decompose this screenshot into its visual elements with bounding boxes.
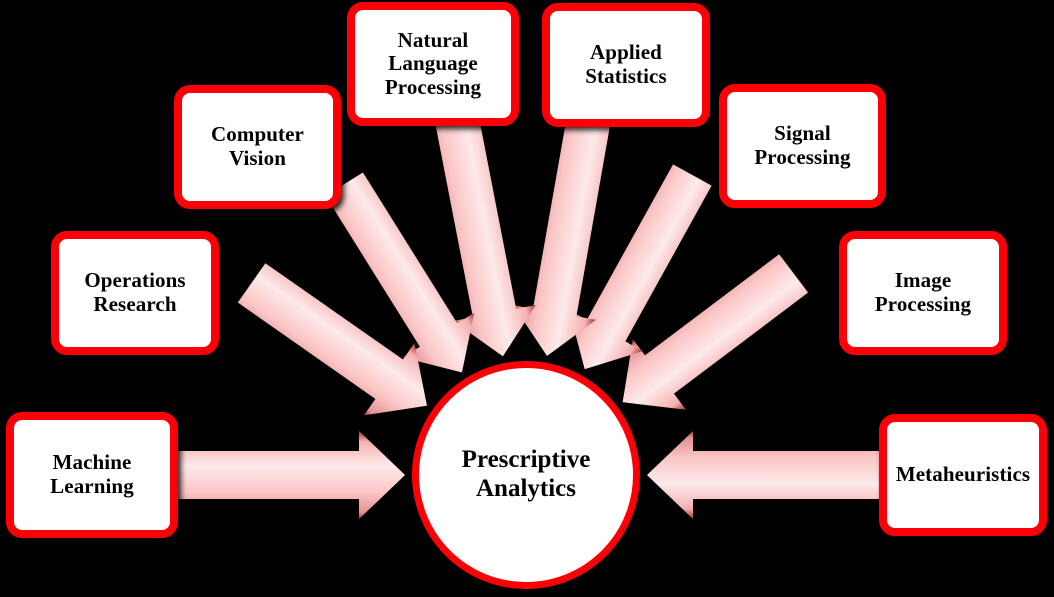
- node-label-applied-statistics: Applied Statistics: [585, 40, 667, 88]
- arrow-signal-processing: [325, 172, 475, 373]
- node-computer-vision[interactable]: Computer Vision: [174, 85, 341, 209]
- node-image-processing[interactable]: Image Processing: [839, 231, 1007, 355]
- arrow-metaheuristics: [159, 431, 405, 519]
- hub-node-prescriptive-analytics[interactable]: Prescriptive Analytics: [412, 361, 640, 589]
- arrow-computer-vision: [569, 164, 712, 370]
- node-label-metaheuristics: Metaheuristics: [895, 462, 1031, 487]
- hub-label: Prescriptive Analytics: [461, 446, 591, 502]
- node-label-signal-processing: Signal Processing: [754, 121, 851, 169]
- node-operations-research[interactable]: Operations Research: [51, 231, 219, 355]
- node-applied-statistics[interactable]: Applied Statistics: [542, 3, 710, 127]
- node-metaheuristics[interactable]: Metaheuristics: [879, 414, 1047, 536]
- arrow-machine-learning: [647, 431, 893, 519]
- node-label-image-processing: Image Processing: [874, 268, 972, 316]
- node-label-operations-research: Operations Research: [84, 268, 186, 316]
- arrow-image-processing: [237, 263, 427, 416]
- node-label-natural-language-processing: Natural Language Processing: [384, 27, 482, 99]
- node-natural-language-processing[interactable]: Natural Language Processing: [347, 2, 519, 126]
- arrow-applied-statistics: [435, 117, 536, 357]
- node-label-machine-learning: Machine Learning: [50, 450, 134, 498]
- node-machine-learning[interactable]: Machine Learning: [6, 412, 178, 538]
- node-label-computer-vision: Computer Vision: [211, 122, 304, 170]
- node-signal-processing[interactable]: Signal Processing: [719, 84, 886, 208]
- arrow-natural-language-processing: [513, 116, 611, 356]
- arrow-operations-research: [622, 254, 808, 410]
